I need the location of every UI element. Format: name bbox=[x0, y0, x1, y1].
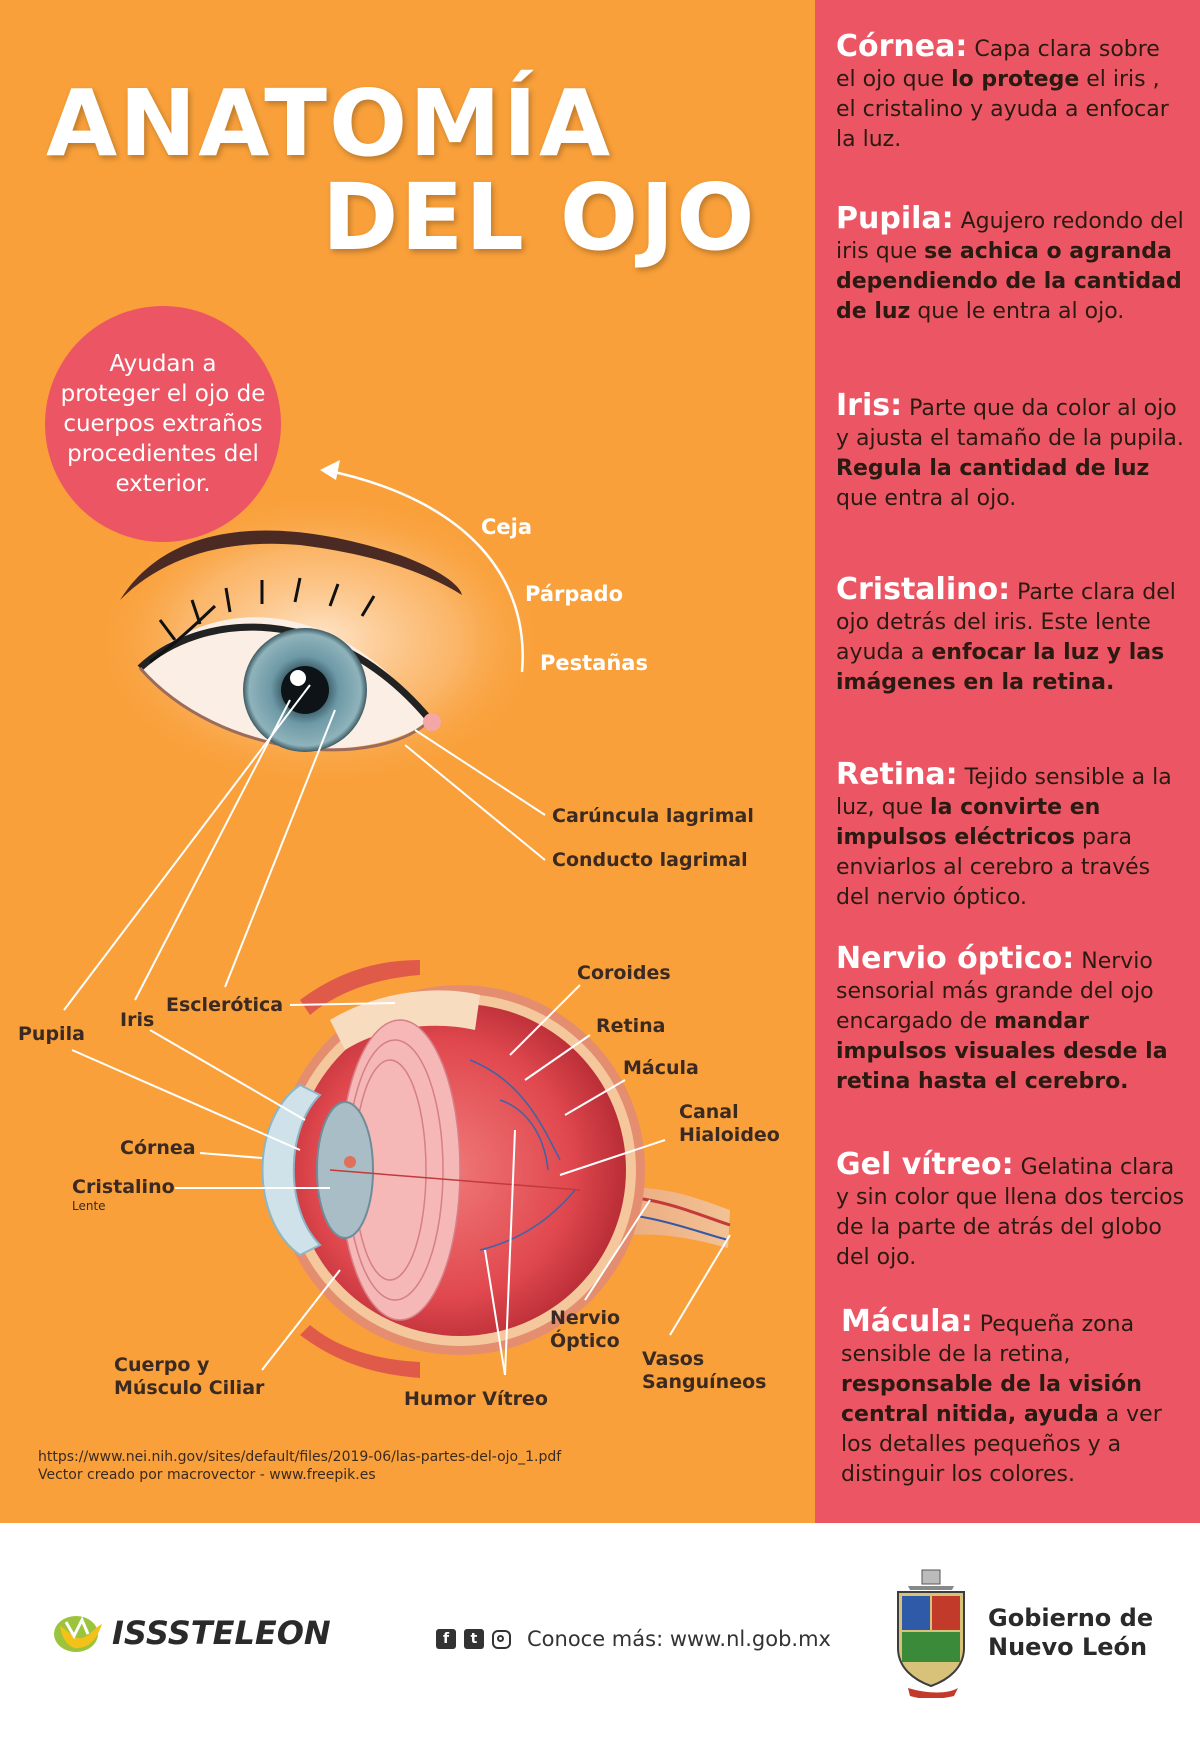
label-ceja: Ceja bbox=[481, 515, 533, 539]
def-pupila-bold: se achica o agranda dependiendo de la ca… bbox=[836, 239, 1182, 324]
def-gel-text1: Gelatina clara y sin color que llena dos… bbox=[836, 1155, 1185, 1270]
def-iris-bold: Regula la cantidad de luz bbox=[836, 456, 1150, 481]
def-iris-text2: que entra al ojo. bbox=[836, 486, 1017, 511]
protection-bubble: Ayudan a proteger el ojo de cuerpos extr… bbox=[45, 306, 281, 542]
def-retina-bold: la convirte en impulsos eléctricos bbox=[836, 795, 1101, 850]
def-pupila-text1: Agujero redondo del iris que bbox=[836, 209, 1184, 264]
label-vasos-sanguineos: Vasos Sanguíneos bbox=[642, 1348, 766, 1394]
twitter-icon[interactable]: t bbox=[464, 1629, 484, 1649]
credits-vector: Vector creado por macrovector - www.free… bbox=[38, 1467, 376, 1483]
social-links: f t Conoce más: www.nl.gob.mx bbox=[436, 1627, 831, 1651]
term-pupila: Pupila: bbox=[836, 201, 954, 236]
term-nervio-optico: Nervio óptico: bbox=[836, 941, 1075, 976]
def-cornea-bold: lo protege bbox=[951, 67, 1080, 92]
gobierno-line2: Nuevo León bbox=[988, 1633, 1148, 1661]
nuevo-leon-coat-of-arms-icon bbox=[897, 1569, 965, 1698]
gobierno-line1: Gobierno de bbox=[988, 1604, 1154, 1632]
def-iris-text1: Parte que da color al ojo y ajusta el ta… bbox=[836, 396, 1184, 451]
definition-iris: Iris: Parte que da color al ojo y ajusta… bbox=[836, 391, 1186, 514]
gobierno-text: Gobierno de Nuevo León bbox=[988, 1604, 1153, 1662]
isssteleon-logo[interactable]: ISSSTELEON bbox=[52, 1610, 331, 1656]
eye-cross-section bbox=[261, 960, 731, 1378]
def-macula-text1: Pequeña zona sensible de la retina, bbox=[841, 1312, 1135, 1367]
label-retina: Retina bbox=[596, 1015, 666, 1037]
definitions-panel bbox=[815, 0, 1200, 1523]
definition-gel-vitreo: Gel vítreo: Gelatina clara y sin color q… bbox=[836, 1150, 1186, 1273]
label-parpado: Párpado bbox=[525, 582, 624, 606]
label-cuerpo-ciliar: Cuerpo y Músculo Ciliar bbox=[114, 1354, 264, 1400]
title-line-2: DEL OJO bbox=[322, 164, 757, 271]
isssteleon-wordmark: ISSSTELEON bbox=[112, 1614, 331, 1652]
label-cristalino-sub: Lente bbox=[72, 1199, 106, 1213]
facebook-icon[interactable]: f bbox=[436, 1629, 456, 1649]
definition-retina: Retina: Tejido sensible a la luz, que la… bbox=[836, 760, 1186, 913]
label-humor-vitreo: Humor Vítreo bbox=[404, 1388, 548, 1410]
title-line-1: ANATOMÍA bbox=[46, 70, 613, 177]
def-nervio-text1: Nervio sensorial más grande del ojo enca… bbox=[836, 949, 1154, 1034]
term-iris: Iris: bbox=[836, 388, 903, 423]
label-pestanas: Pestañas bbox=[540, 651, 648, 675]
label-iris: Iris bbox=[120, 1009, 155, 1031]
label-macula: Mácula bbox=[623, 1057, 699, 1079]
label-vasos-line2: Sanguíneos bbox=[642, 1371, 767, 1393]
label-esclerotica: Esclerótica bbox=[166, 994, 284, 1016]
isssteleon-mark-icon bbox=[54, 1616, 102, 1652]
def-retina-text1: Tejido sensible a la luz, que bbox=[836, 765, 1172, 820]
definition-macula: Mácula: Pequeña zona sensible de la reti… bbox=[841, 1307, 1191, 1490]
def-nervio-bold: mandar impulsos visuales desde la retina… bbox=[836, 1009, 1168, 1094]
footer bbox=[0, 1523, 1200, 1742]
label-pupila: Pupila bbox=[18, 1023, 85, 1045]
gobierno-nuevo-leon-logo[interactable]: Gobierno de Nuevo León bbox=[888, 1568, 1153, 1698]
label-nervio-line2: Óptico bbox=[550, 1330, 620, 1352]
def-macula-text2: a ver los detalles pequeños y a distingu… bbox=[841, 1402, 1162, 1487]
term-macula: Mácula: bbox=[841, 1304, 973, 1339]
def-cornea-text2: el iris , el cristalino y ayuda a enfoca… bbox=[836, 67, 1169, 152]
definition-nervio-optico: Nervio óptico: Nervio sensorial más gran… bbox=[836, 944, 1186, 1097]
label-vasos-line1: Vasos bbox=[642, 1348, 705, 1370]
def-retina-text2: para enviarlos al cerebro a través del n… bbox=[836, 825, 1151, 910]
label-coroides: Coroides bbox=[577, 962, 671, 984]
def-cristalino-bold: enfocar la luz y las imágenes en la reti… bbox=[836, 640, 1165, 695]
label-canal-line2: Hialoideo bbox=[679, 1124, 780, 1146]
instagram-icon[interactable] bbox=[492, 1629, 511, 1649]
label-canal-hialoideo: Canal Hialoideo bbox=[679, 1101, 780, 1147]
term-cristalino: Cristalino: bbox=[836, 572, 1011, 607]
label-canal-line1: Canal bbox=[679, 1101, 739, 1123]
label-cristalino-text: Cristalino bbox=[72, 1176, 175, 1198]
def-cristalino-text1: Parte clara del ojo detrás del iris. Est… bbox=[836, 580, 1176, 665]
term-retina: Retina: bbox=[836, 757, 958, 792]
def-macula-bold: responsable de la visión central nitida,… bbox=[841, 1372, 1142, 1427]
term-cornea: Córnea: bbox=[836, 29, 968, 64]
def-cornea-text1: Capa clara sobre el ojo que bbox=[836, 37, 1160, 92]
more-info-link[interactable]: Conoce más: www.nl.gob.mx bbox=[527, 1627, 831, 1651]
label-nervio-line1: Nervio bbox=[550, 1307, 621, 1329]
term-gel-vitreo: Gel vítreo: bbox=[836, 1147, 1014, 1182]
outer-eye bbox=[90, 490, 550, 790]
credits-source-link[interactable]: https://www.nei.nih.gov/sites/default/fi… bbox=[38, 1449, 562, 1465]
def-pupila-text2: que le entra al ojo. bbox=[910, 299, 1125, 324]
label-nervio-optico: Nervio Óptico bbox=[550, 1307, 620, 1353]
eye-illustration bbox=[63, 460, 731, 1378]
label-cuerpo-line1: Cuerpo y bbox=[114, 1354, 210, 1376]
label-caruncula: Carúncula lagrimal bbox=[552, 805, 754, 827]
label-cornea: Córnea bbox=[120, 1137, 196, 1159]
label-conducto: Conducto lagrimal bbox=[552, 849, 748, 871]
definition-pupila: Pupila: Agujero redondo del iris que se … bbox=[836, 204, 1186, 327]
definition-cristalino: Cristalino: Parte clara del ojo detrás d… bbox=[836, 575, 1186, 698]
label-cuerpo-line2: Músculo Ciliar bbox=[114, 1377, 265, 1399]
label-cristalino: Cristalino Lente bbox=[72, 1176, 175, 1213]
credits: https://www.nei.nih.gov/sites/default/fi… bbox=[38, 1448, 561, 1484]
definition-cornea: Córnea: Capa clara sobre el ojo que lo p… bbox=[836, 32, 1186, 155]
